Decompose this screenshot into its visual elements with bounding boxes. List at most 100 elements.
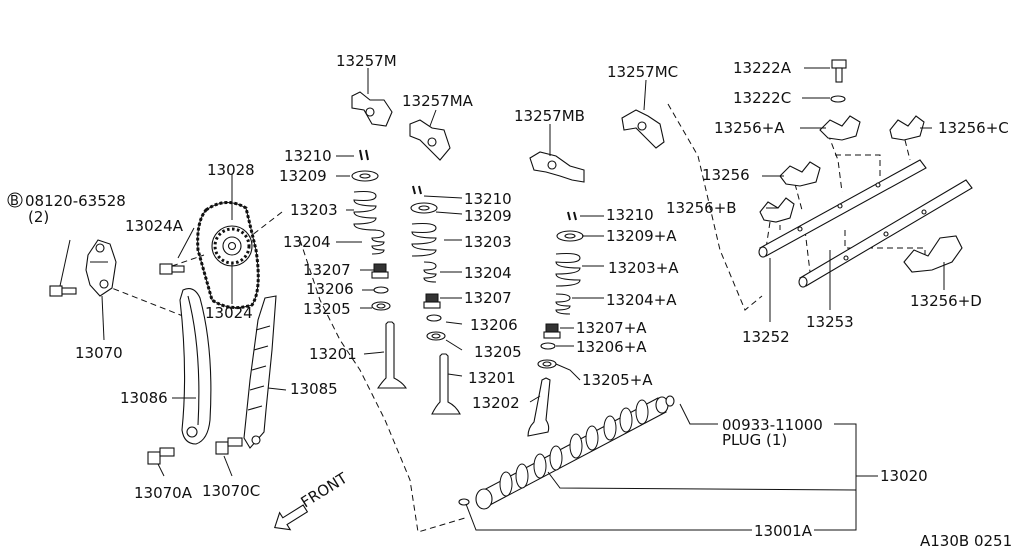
- label-r-13206a: 13206+A: [576, 338, 647, 356]
- label-r-13209a: 13209+A: [606, 227, 677, 245]
- valve-seal-icon: [543, 323, 561, 339]
- label-l-13201: 13201: [309, 345, 357, 363]
- rocker-bracket-icon: [819, 115, 861, 141]
- valve-spring-icon: [555, 252, 581, 287]
- label-13252: 13252: [742, 328, 790, 346]
- valve-keeper-icon: [567, 211, 577, 221]
- plug-icon: [665, 395, 675, 407]
- figure-code: A130B 0251: [920, 532, 1012, 550]
- bracket-bolt-icon: [49, 285, 77, 297]
- label-c-13201: 13201: [468, 369, 516, 387]
- label-13256d: 13256+D: [910, 292, 982, 310]
- label-13256b: 13256+B: [666, 199, 737, 217]
- spring-seat-icon: [373, 286, 389, 294]
- spring-seat-icon: [540, 342, 556, 350]
- label-l-13205: 13205: [303, 300, 351, 318]
- front-arrow-icon: [274, 504, 309, 531]
- rocker-arm-icon: [409, 119, 451, 161]
- rocker-arm-icon: [529, 151, 585, 183]
- valve-washer-icon: [537, 359, 557, 369]
- tension-guide-icon: [243, 295, 277, 449]
- sprocket-bolt-icon: [159, 263, 185, 275]
- label-l-13203: 13203: [290, 201, 338, 219]
- valve-keeper-icon: [412, 185, 422, 195]
- label-plug: PLUG (1): [722, 431, 787, 449]
- bolt-code-label: B 08120-63528 (2): [7, 192, 126, 226]
- label-00933-11000: 00933-11000: [722, 416, 823, 434]
- label-13256: 13256: [702, 166, 750, 184]
- label-13070a: 13070A: [134, 484, 193, 502]
- label-l-13210: 13210: [284, 147, 332, 165]
- label-13257ma: 13257MA: [402, 92, 474, 110]
- label-13222c: 13222C: [733, 89, 791, 107]
- spring-retainer-icon: [556, 230, 584, 242]
- spring-retainer-icon: [410, 202, 438, 214]
- dowel-pin-icon: [458, 498, 470, 506]
- label-13257m: 13257M: [336, 52, 397, 70]
- label-13257mc: 13257MC: [607, 63, 678, 81]
- label-13086: 13086: [120, 389, 168, 407]
- label-r-13204a: 13204+A: [606, 291, 677, 309]
- label-13256c: 13256+C: [938, 119, 1009, 137]
- label-13257mb: 13257MB: [514, 107, 585, 125]
- label-08120-63528: 08120-63528: [25, 192, 126, 210]
- valve-icon: [431, 353, 461, 415]
- rocker-washer-icon: [830, 95, 846, 103]
- valve-washer-icon: [426, 331, 446, 341]
- valve-icon: [527, 377, 551, 437]
- label-c-13205: 13205: [474, 343, 522, 361]
- valve-spring-icon: [411, 222, 437, 257]
- label-13028: 13028: [207, 161, 255, 179]
- rocker-bracket-icon: [759, 197, 795, 223]
- label-13024: 13024: [205, 304, 253, 322]
- label-c-13206: 13206: [470, 316, 518, 334]
- label-r-13207a: 13207+A: [576, 319, 647, 337]
- camshaft-icon: [475, 396, 669, 510]
- bolt-circle-letter: B: [10, 194, 19, 209]
- sprocket-icon: [211, 225, 253, 267]
- label-13253: 13253: [806, 313, 854, 331]
- tension-guide-bolt-icon: [215, 437, 243, 455]
- label-c-13209: 13209: [464, 207, 512, 225]
- valve-seal-icon: [371, 263, 389, 279]
- valve-spring-icon: [555, 293, 571, 315]
- rocker-bracket-icon: [889, 115, 925, 141]
- valve-keeper-icon: [359, 149, 369, 161]
- label-r-13203a: 13203+A: [608, 259, 679, 277]
- valve-washer-icon: [371, 301, 391, 311]
- label-c-13210: 13210: [464, 190, 512, 208]
- label-13222a: 13222A: [733, 59, 792, 77]
- label-13020: 13020: [880, 467, 928, 485]
- valve-icon: [376, 321, 408, 389]
- label-l-13209: 13209: [279, 167, 327, 185]
- timing-chain-icon: [196, 201, 260, 310]
- rocker-shaft-icon: [798, 179, 973, 288]
- label-13070: 13070: [75, 344, 123, 362]
- rocker-bolt-icon: [831, 59, 847, 83]
- label-l-13204: 13204: [283, 233, 331, 251]
- slack-guide-bolt-icon: [147, 447, 175, 465]
- label-c-13203: 13203: [464, 233, 512, 251]
- leader-lines: [59, 67, 945, 531]
- rocker-bracket-icon: [903, 235, 963, 273]
- label-r-13210: 13210: [606, 206, 654, 224]
- label-13256a: 13256+A: [714, 119, 785, 137]
- label-13024a: 13024A: [125, 217, 184, 235]
- spring-retainer-icon: [351, 170, 379, 182]
- label-13085: 13085: [290, 380, 338, 398]
- slack-guide-icon: [179, 288, 212, 445]
- tensioner-bracket-icon: [85, 239, 117, 297]
- valve-seal-icon: [423, 293, 441, 309]
- label-bolt-qty: (2): [28, 208, 49, 226]
- rocker-arm-icon: [621, 109, 665, 149]
- valve-spring-icon: [371, 229, 385, 255]
- label-front: FRONT: [298, 469, 352, 512]
- label-l-13206: 13206: [306, 280, 354, 298]
- label-13070c: 13070C: [202, 482, 260, 500]
- spring-seat-icon: [426, 314, 442, 322]
- cam-lobes: [499, 399, 649, 497]
- rocker-arm-icon: [351, 91, 393, 127]
- label-c-13204: 13204: [464, 264, 512, 282]
